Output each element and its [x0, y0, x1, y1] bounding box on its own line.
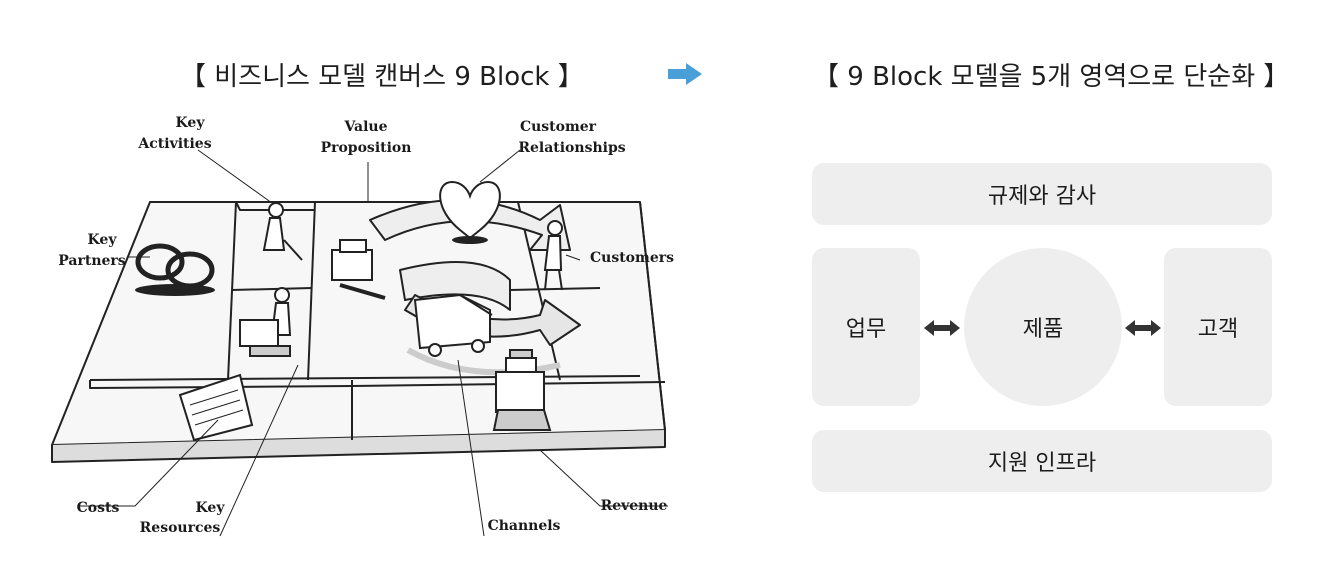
label-key-activities-2: Activities	[137, 136, 211, 152]
label-key-partners-1: Key	[88, 232, 118, 248]
operations-area: 업무	[812, 248, 920, 406]
customer-area: 고객	[1164, 248, 1272, 406]
product-area: 제품	[964, 248, 1122, 406]
right-arrow-icon	[668, 63, 702, 85]
label-value-proposition-2: Proposition	[321, 140, 412, 156]
double-arrow-icon	[1125, 320, 1161, 336]
label-key-activities-1: Key	[176, 115, 206, 131]
label-customer-relationships-1: Customer	[520, 119, 597, 135]
label-key-resources-1: Key	[196, 500, 226, 516]
double-arrow-icon	[924, 320, 960, 336]
regulation-audit-area: 규제와 감사	[812, 163, 1272, 225]
right-title: 【 9 Block 모델을 5개 영역으로 단순화 】	[813, 62, 1290, 92]
label-customer-relationships-2: Relationships	[518, 140, 625, 156]
label-costs: Costs	[77, 500, 120, 516]
business-model-canvas-illustration: Key Activities Value Proposition Custome…	[51, 115, 674, 537]
label-value-proposition-1: Value	[343, 119, 387, 135]
label-key-partners-2: Partners	[58, 253, 126, 269]
label-channels: Channels	[488, 518, 561, 534]
label-revenue: Revenue	[601, 498, 668, 514]
label-key-resources-2: Resources	[140, 520, 221, 536]
label-customers: Customers	[590, 250, 674, 266]
left-title: 【 비즈니스 모델 캔버스 9 Block 】	[180, 62, 584, 92]
support-infrastructure-area: 지원 인프라	[812, 430, 1272, 492]
